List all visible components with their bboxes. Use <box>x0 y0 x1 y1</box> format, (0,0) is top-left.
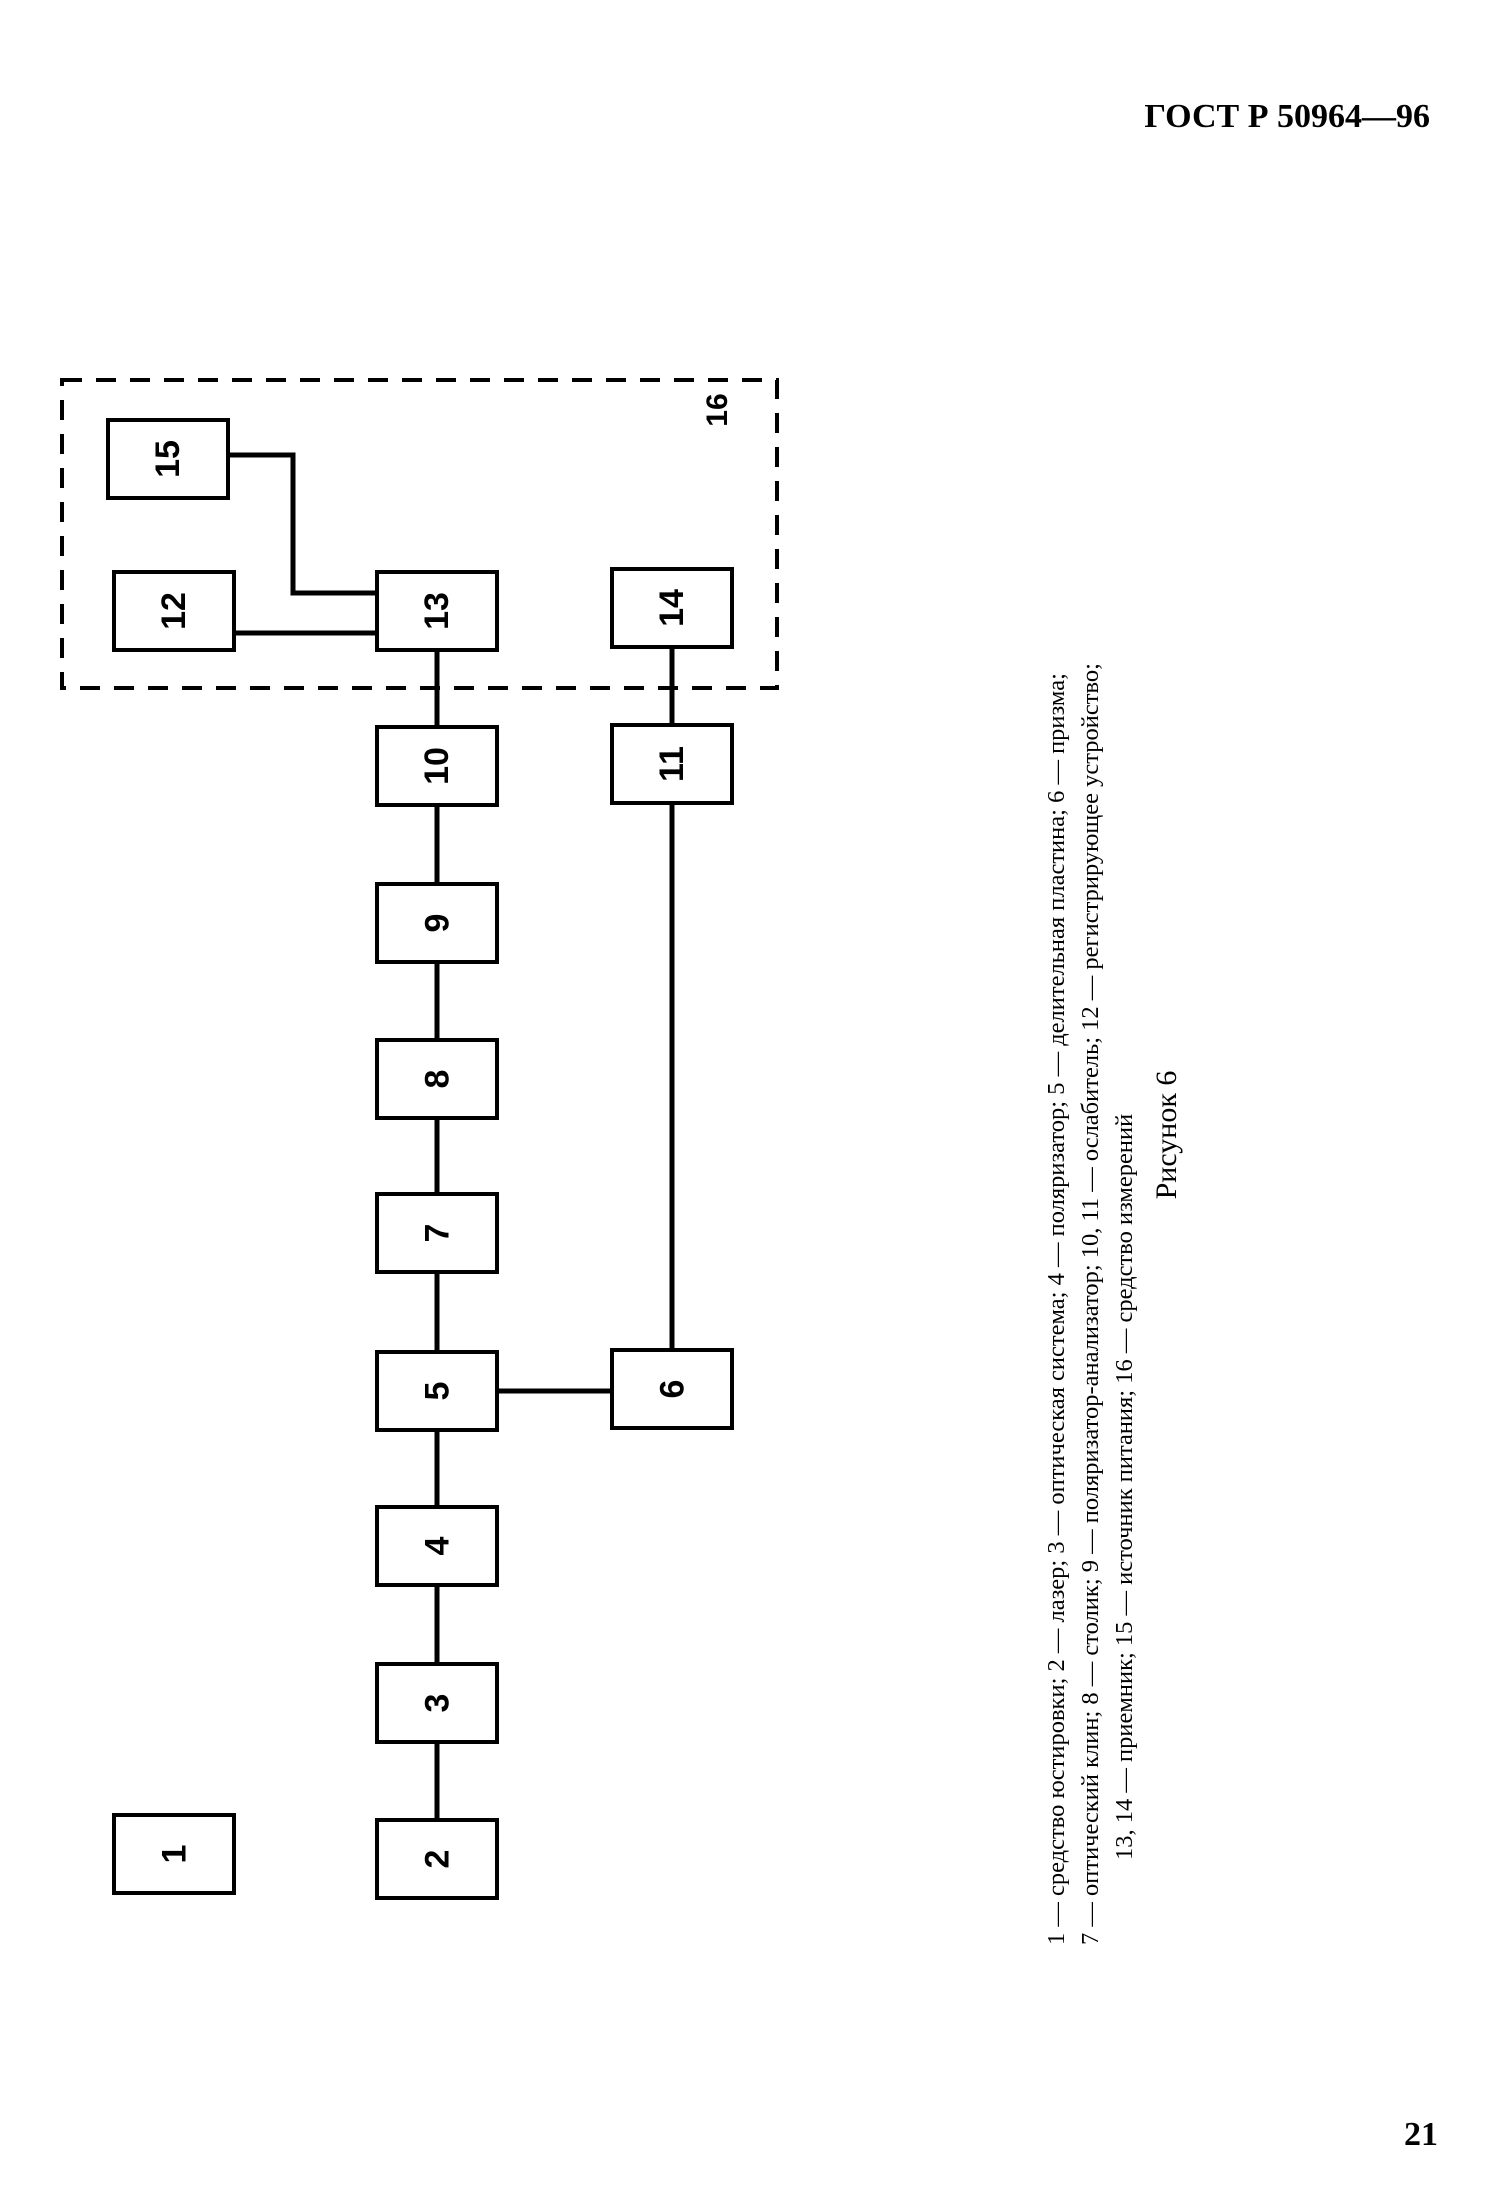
block-9: 9 <box>375 882 499 964</box>
group-16-label: 16 <box>701 393 734 427</box>
block-15: 15 <box>106 418 230 500</box>
page-number: 21 <box>1404 2116 1438 2153</box>
link-15-13 <box>230 452 375 596</box>
block-label: 11 <box>652 746 691 782</box>
block-label: 13 <box>417 592 456 630</box>
block-10: 10 <box>375 725 499 807</box>
block-7: 7 <box>375 1192 499 1274</box>
block-label: 8 <box>417 1069 456 1089</box>
block-6: 6 <box>610 1348 734 1430</box>
document-header: ГОСТ Р 50964—96 <box>1144 98 1430 135</box>
block-label: 7 <box>417 1223 456 1243</box>
figure-caption: Рисунок 6 <box>1150 1070 1183 1200</box>
block-label: 9 <box>417 913 456 933</box>
block-label: 15 <box>148 440 187 478</box>
block-label: 3 <box>417 1693 456 1713</box>
block-12: 12 <box>112 570 236 652</box>
block-label: 1 <box>154 1844 193 1864</box>
block-label: 2 <box>417 1849 456 1869</box>
block-label: 14 <box>652 589 691 627</box>
block-label: 12 <box>154 592 193 630</box>
block-label: 10 <box>417 747 456 785</box>
block-label: 5 <box>417 1381 456 1401</box>
block-3: 3 <box>375 1662 499 1744</box>
legend-line: 13, 14 — приемник; 15 — источник питания… <box>1111 1113 1138 1860</box>
block-5: 5 <box>375 1350 499 1432</box>
block-11: 11 <box>610 723 734 805</box>
legend-line: 7 — оптический клин; 8 — столик; 9 — пол… <box>1077 663 1104 1945</box>
legend-line: 1 — средство юстировки; 2 — лазер; 3 — о… <box>1043 673 1070 1945</box>
group-16-border <box>60 378 779 690</box>
block-14: 14 <box>610 567 734 649</box>
block-4: 4 <box>375 1505 499 1587</box>
block-8: 8 <box>375 1038 499 1120</box>
block-label: 6 <box>652 1379 691 1399</box>
block-13: 13 <box>375 570 499 652</box>
block-label: 4 <box>417 1536 456 1556</box>
figure-legend: 1 — средство юстировки; 2 — лазер; 3 — о… <box>1040 245 1142 1945</box>
block-1: 1 <box>112 1813 236 1895</box>
block-2: 2 <box>375 1818 499 1900</box>
